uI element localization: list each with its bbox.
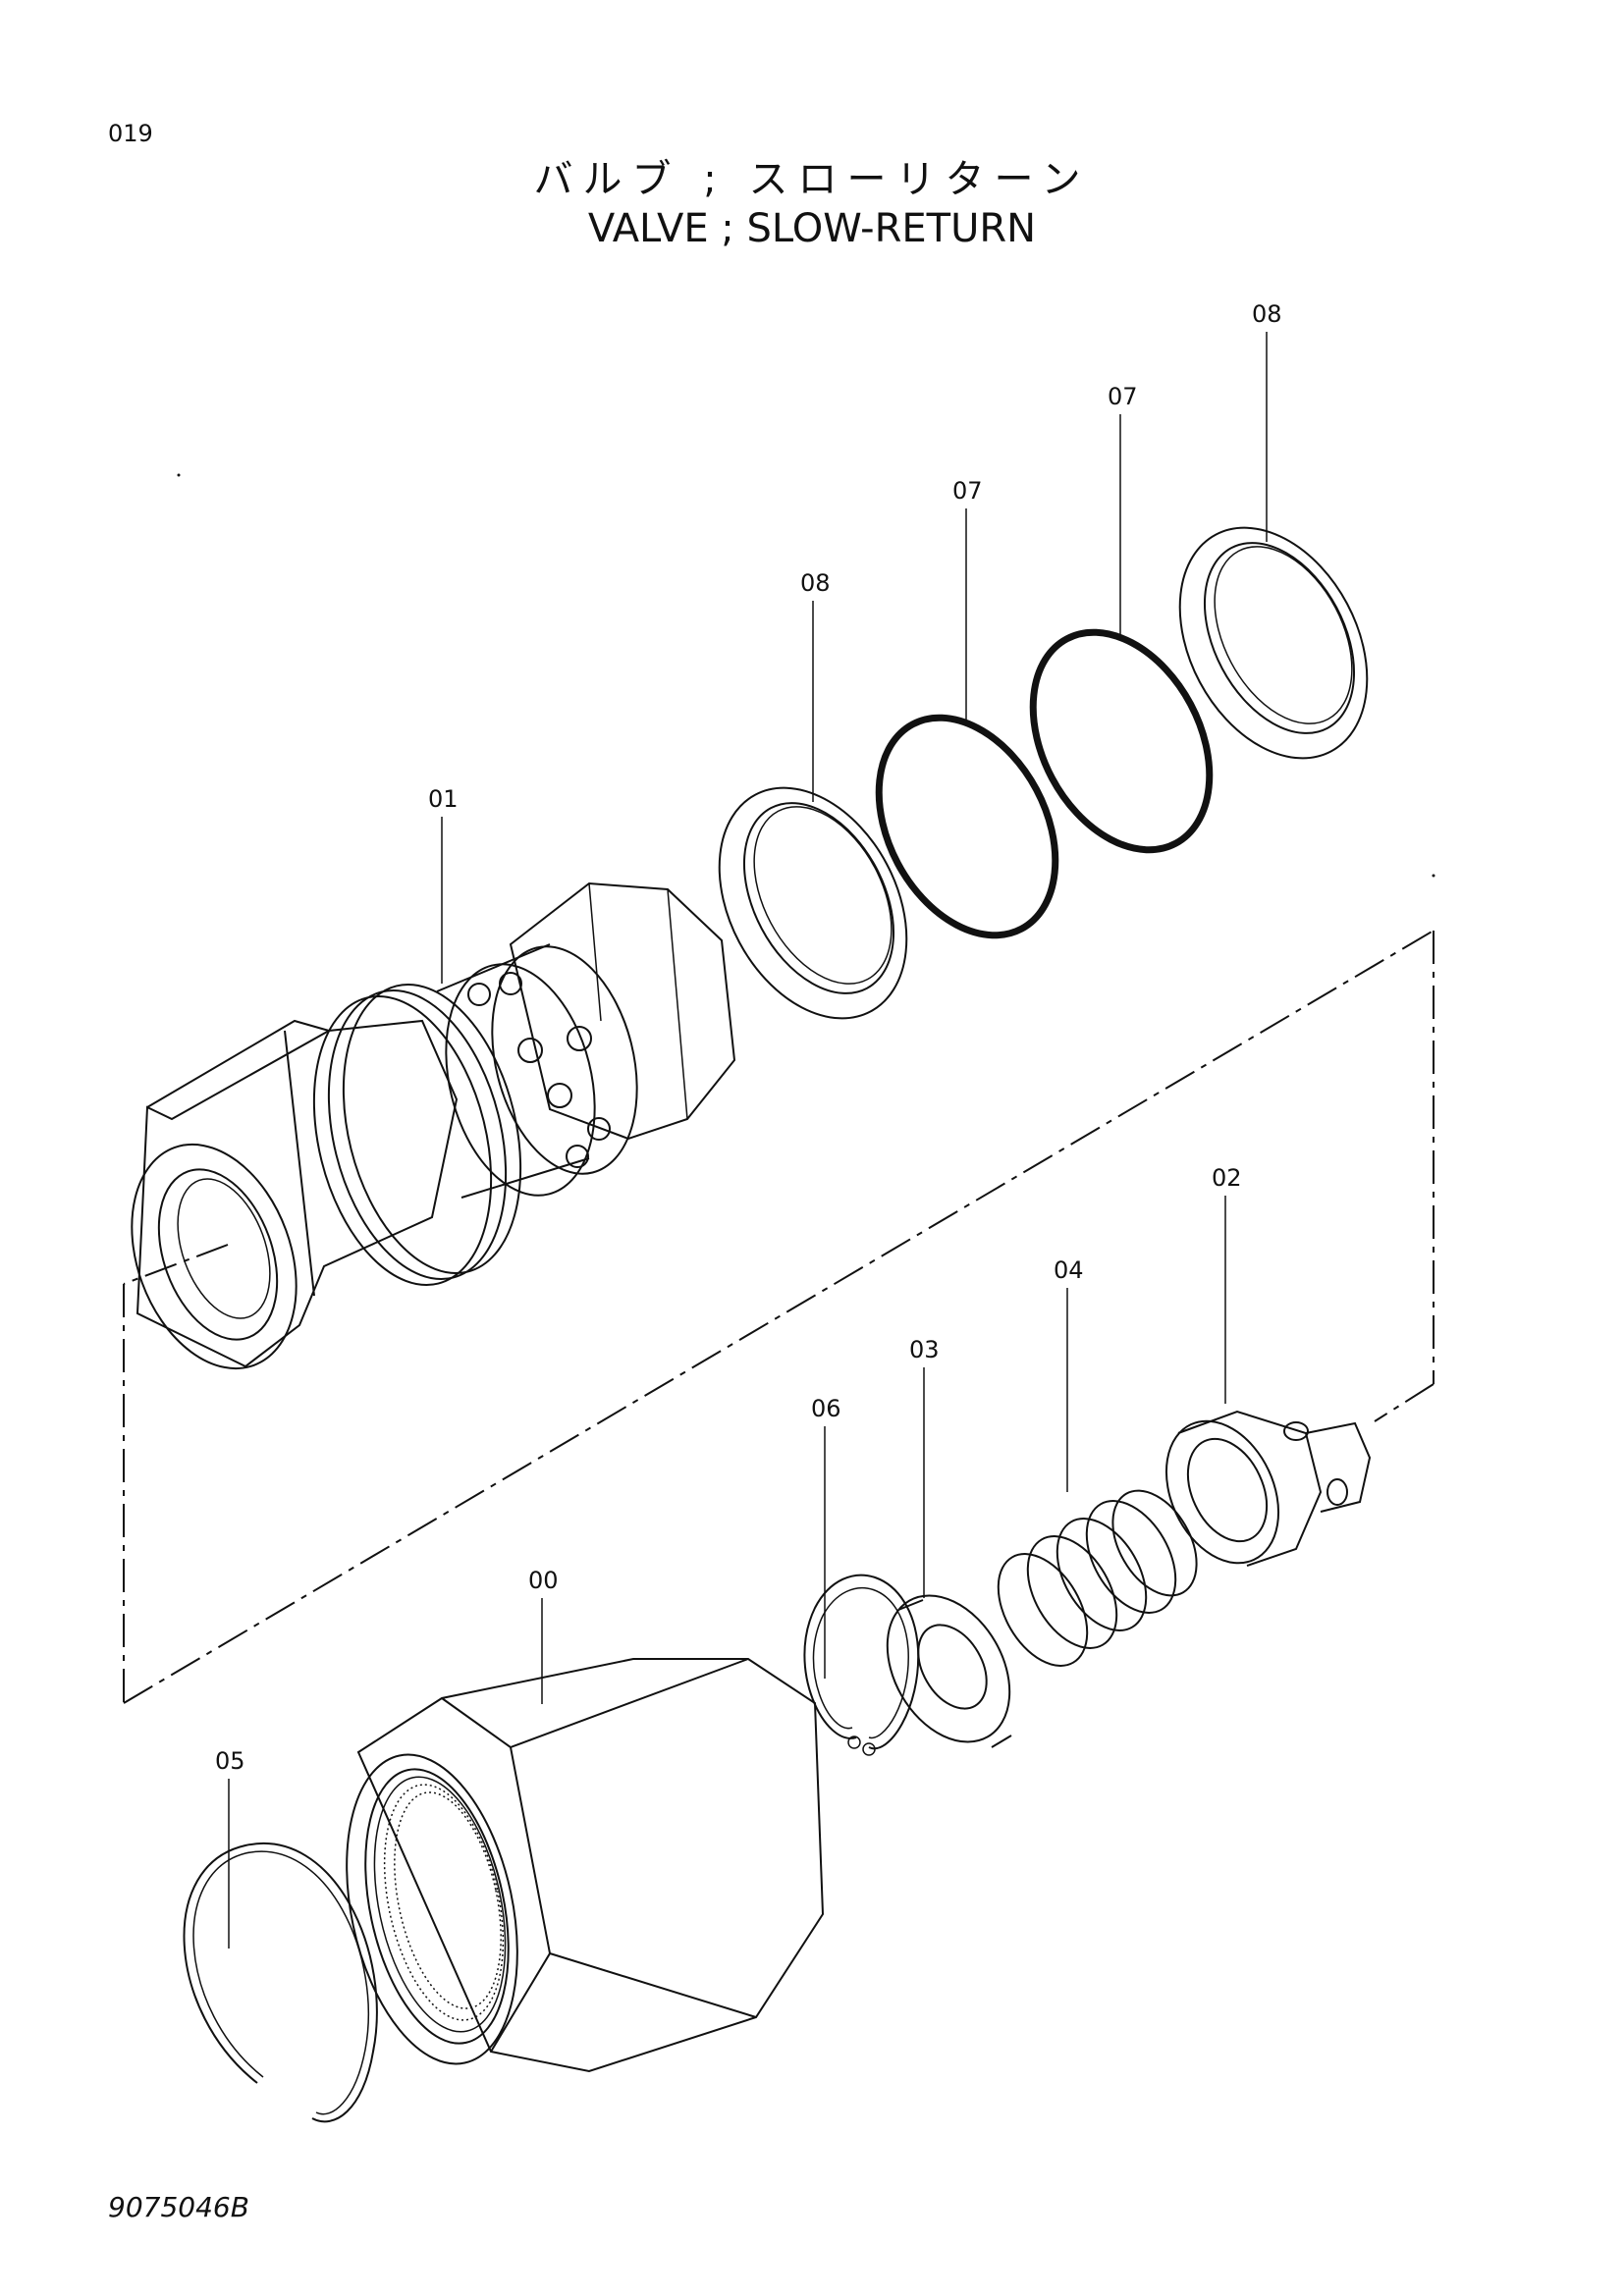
callout-label-08-left: 08 — [800, 569, 831, 597]
part-05-snap-ring — [183, 1842, 378, 2123]
leader-lines — [228, 332, 1268, 1949]
part-03-washer — [886, 1594, 1012, 1748]
callout-label-00: 00 — [528, 1567, 559, 1594]
stray-dot — [1432, 874, 1435, 878]
part-08-backup-ring-left — [718, 786, 908, 1020]
drawing-id: 9075046B — [108, 2191, 249, 2223]
callout-label-01: 01 — [428, 785, 459, 813]
callout-label-02: 02 — [1212, 1164, 1242, 1192]
callout-label-07-left: 07 — [952, 477, 983, 505]
part-06-circlip — [803, 1574, 920, 1756]
part-00-hex-housing — [346, 1658, 825, 2073]
callout-label-06: 06 — [811, 1395, 841, 1422]
assembly-centerlines — [123, 930, 1435, 1704]
callout-label-07-right: 07 — [1108, 383, 1138, 410]
callout-label-04: 04 — [1054, 1256, 1084, 1284]
title-japanese: バルブ ; スローリターン — [533, 157, 1091, 202]
part-02-poppet — [1164, 1410, 1372, 1567]
callout-label-08-right: 08 — [1252, 300, 1282, 328]
part-04-spring — [997, 1489, 1198, 1667]
part-01-valve-cartridge — [131, 881, 736, 1370]
part-08-backup-ring-right — [1178, 526, 1369, 760]
part-07-o-ring-right — [1029, 628, 1214, 854]
callout-label-05: 05 — [215, 1747, 245, 1775]
part-07-o-ring-left — [875, 714, 1059, 939]
stray-dot — [177, 473, 181, 477]
callout-label-03: 03 — [909, 1336, 940, 1363]
page-number: 019 — [108, 120, 153, 147]
title-english: VALVE ; SLOW-RETURN — [587, 206, 1037, 251]
